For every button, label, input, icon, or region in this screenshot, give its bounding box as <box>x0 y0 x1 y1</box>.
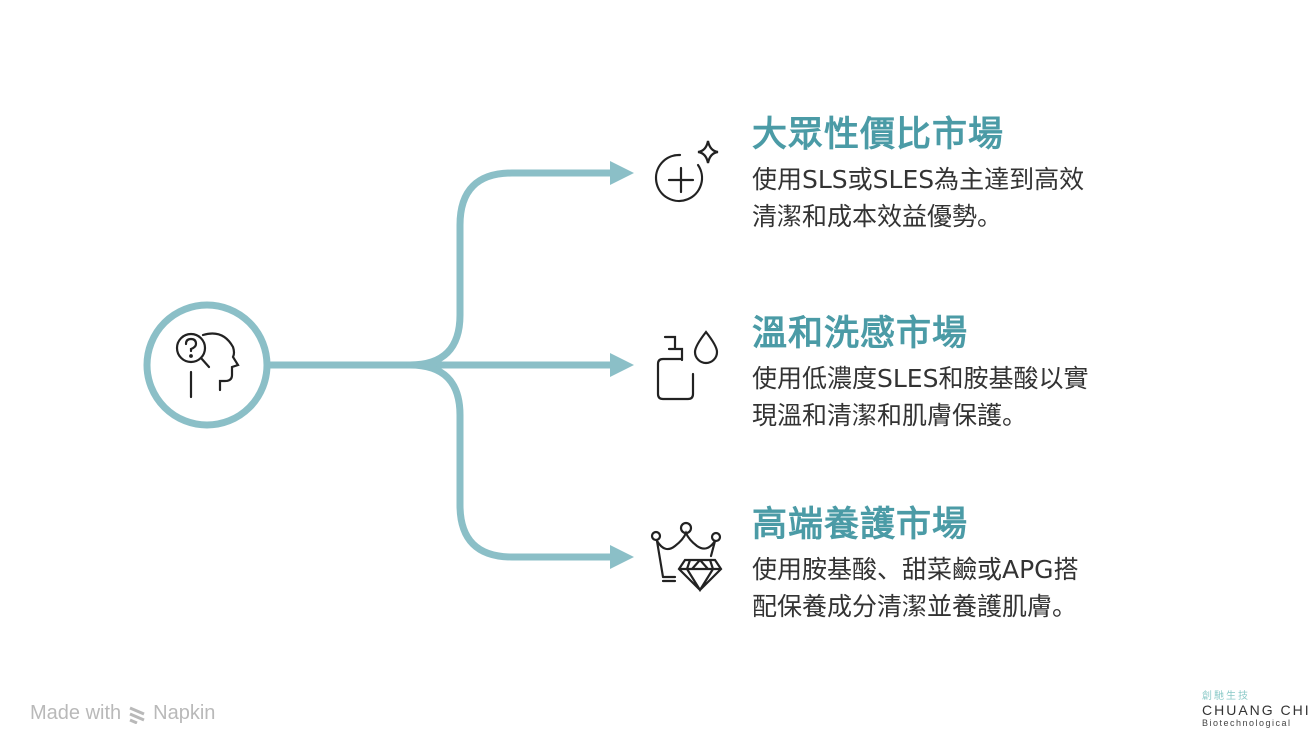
arrow-bottom <box>610 545 634 569</box>
branch-title: 大眾性價比市場 <box>752 115 1005 155</box>
desc-line: 使用SLS或SLES為主達到高效 <box>752 165 1085 194</box>
desc-line: 清潔和成本效益優勢。 <box>752 202 1003 231</box>
branch-mild-market: 溫和洗感市場 使用低濃度SLES和胺基酸以實 現溫和清潔和肌膚保護。 <box>752 312 1172 434</box>
crown-diamond-icon <box>650 521 723 593</box>
arrow-middle <box>610 353 634 377</box>
arrow-top <box>610 161 634 185</box>
branch-mass-market: 大眾性價比市場 使用SLS或SLES為主達到高效 清潔和成本效益優勢。 <box>752 113 1172 235</box>
desc-line: 使用低濃度SLES和胺基酸以實 <box>752 364 1089 393</box>
company-logo: 創馳生技 CHUANG CHI Biotechnological <box>1202 687 1308 728</box>
branch-title: 溫和洗感市場 <box>752 314 969 354</box>
branch-description: 使用低濃度SLES和胺基酸以實 現溫和清潔和肌膚保護。 <box>752 360 1172 434</box>
connector-top <box>406 169 616 369</box>
branch-description: 使用SLS或SLES為主達到高效 清潔和成本效益優勢。 <box>752 161 1172 235</box>
plus-sparkle-icon <box>654 140 719 203</box>
napkin-watermark[interactable]: Made with Napkin <box>30 702 215 725</box>
made-with-label: Made with <box>30 702 122 724</box>
desc-line: 使用胺基酸、甜菜鹼或APG搭 <box>752 555 1079 584</box>
desc-line: 配保養成分清潔並養護肌膚。 <box>752 592 1078 621</box>
logo-sub: Biotechnological <box>1202 718 1292 728</box>
head-question-icon <box>175 332 240 399</box>
branch-title: 高端養護市場 <box>752 505 969 545</box>
napkin-logo-icon <box>129 706 145 724</box>
desc-line: 現溫和清潔和肌膚保護。 <box>752 401 1028 430</box>
logo-name: CHUANG CHI <box>1202 702 1308 718</box>
napkin-brand: Napkin <box>153 702 216 724</box>
connector-bottom <box>406 361 616 561</box>
soap-drop-icon <box>656 330 719 401</box>
branch-description: 使用胺基酸、甜菜鹼或APG搭 配保養成分清潔並養護肌膚。 <box>752 551 1172 625</box>
branch-premium-market: 高端養護市場 使用胺基酸、甜菜鹼或APG搭 配保養成分清潔並養護肌膚。 <box>752 503 1172 625</box>
logo-chinese: 創馳生技 <box>1202 691 1250 702</box>
